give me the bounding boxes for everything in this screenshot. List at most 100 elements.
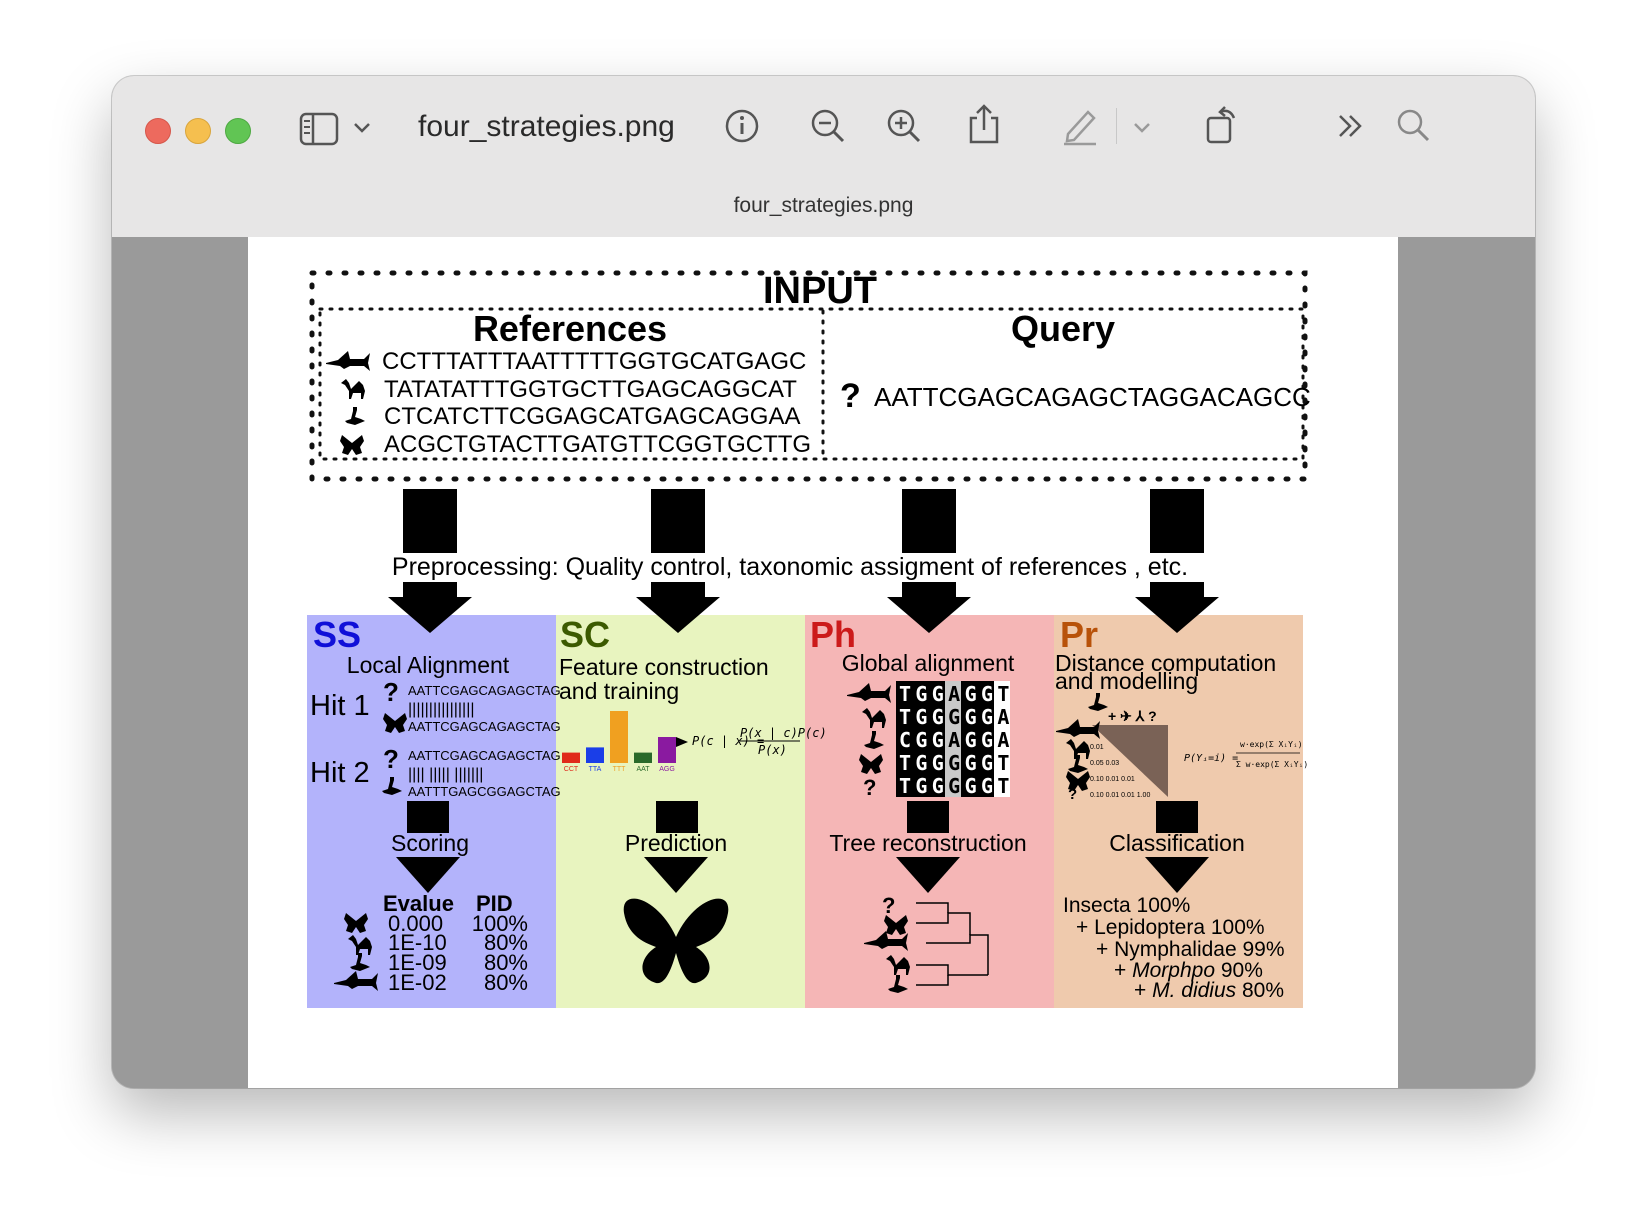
sc-formula-lhs: P(c | x) = [692, 734, 764, 748]
more-icon[interactable] [1334, 110, 1370, 142]
input-title: INPUT [763, 270, 877, 312]
kmer-label: TTT [613, 766, 627, 773]
pr-result-3: + Nymphalidae 99% [1096, 938, 1285, 961]
alignment-base: G [965, 774, 977, 798]
pr-model-den: Σ w·exp(Σ XᵢYᵢ) [1236, 760, 1308, 769]
alignment-base: T [997, 682, 1009, 706]
toolbar-divider [1116, 108, 1117, 144]
alignment-base: G [915, 751, 927, 775]
distance-matrix-triangle [1092, 725, 1168, 797]
pr-tree-silhouettes: + ✈ ⅄ ? [1088, 693, 1157, 724]
ss-query-mark: ? [383, 677, 399, 707]
arrow-head [636, 582, 720, 633]
alignment-base: G [948, 774, 960, 798]
pr-result-2: + Lepidoptera 100% [1076, 916, 1265, 939]
alignment-base: G [915, 728, 927, 752]
alignment-base: G [981, 774, 993, 798]
sc-formula-num: P(x | c)P(c) [740, 726, 827, 740]
alignment-base: G [932, 774, 944, 798]
butterfly-prediction-icon [623, 898, 729, 984]
kmer-label: TTA [589, 766, 602, 773]
sc-step1b: and training [559, 678, 679, 704]
alignment-base: C [899, 728, 911, 752]
alignment-base: T [899, 751, 911, 775]
zoom-in-icon[interactable] [884, 106, 924, 146]
ss-pid-1: 100% [472, 911, 528, 936]
markup-pen-icon[interactable] [1060, 104, 1100, 146]
input-inner-box [318, 307, 1305, 461]
alignment-base: A [997, 728, 1009, 752]
kmer-bar [562, 752, 580, 763]
alignment-base: T [899, 682, 911, 706]
zoom-button[interactable] [225, 118, 251, 144]
alignment-base: T [899, 774, 911, 798]
pr-matrix-row-3: 0.10 0.01 0.01 [1090, 776, 1135, 783]
pr-arrow-2 [1145, 857, 1209, 893]
svg-text:+ ✈ ⅄ ?: + ✈ ⅄ ? [1108, 708, 1157, 724]
ss-pid-3: 80% [484, 950, 528, 975]
pr-step1a: Distance computation [1055, 650, 1276, 676]
pr-query-mark: ? [1068, 786, 1077, 803]
chevron-down-icon[interactable] [1132, 120, 1152, 136]
alignment-base: G [965, 705, 977, 729]
ss-hit2-ref: AATTTGAGCGGAGCTAG [408, 784, 561, 799]
arrow-stem [1150, 489, 1204, 553]
share-icon[interactable] [964, 102, 1004, 146]
info-icon[interactable] [722, 106, 762, 146]
search-icon[interactable] [1394, 106, 1434, 146]
sc-step2: Prediction [625, 830, 727, 856]
chevron-down-icon[interactable] [352, 120, 372, 136]
alignment-base: A [948, 728, 960, 752]
pr-step1b: and modelling [1055, 668, 1198, 694]
pr-result-1: Insecta 100% [1063, 894, 1190, 917]
sidebar-icon[interactable] [298, 111, 342, 147]
rotate-icon[interactable] [1202, 102, 1242, 146]
pr-arrow-1 [1156, 801, 1198, 833]
tree-query-mark: ? [882, 893, 895, 918]
image-page: INPUT References Query CCTTTATTTAATTTTTG… [248, 237, 1398, 1088]
alignment-base: G [948, 751, 960, 775]
query-symbol: ? [840, 377, 861, 415]
ss-hit1-ref: AATTCGAGCAGAGCTAG [408, 719, 561, 734]
arrow-stem [902, 489, 956, 553]
alignment-base: G [948, 705, 960, 729]
arrow-head [1135, 582, 1219, 633]
alignment-base: G [932, 705, 944, 729]
input-box [309, 270, 1308, 482]
reference-seq-1: CCTTTATTTAATTTTTGGTGCATGAGC [382, 348, 806, 375]
ss-hit2: Hit 2 [310, 757, 370, 789]
ph-step1: Global alignment [842, 650, 1015, 676]
arrow-stem [651, 489, 705, 553]
document-title: four_strategies.png [418, 110, 675, 143]
ph-code: Ph [810, 614, 856, 655]
alignment-base: G [981, 682, 993, 706]
kmer-label: AGG [659, 766, 675, 773]
close-button[interactable] [145, 118, 171, 144]
pr-matrix-row-2: 0.05 0.03 [1090, 760, 1119, 767]
alignment-base: A [997, 705, 1009, 729]
query-title: Query [1011, 308, 1115, 349]
pr-matrix-row-1: 0.01 [1090, 744, 1104, 751]
ss-hit1-match: |||||||||||||||| [408, 701, 475, 718]
zoom-out-icon[interactable] [808, 106, 848, 146]
ss-pid-4: 80% [484, 970, 528, 995]
document-canvas[interactable]: INPUT References Query CCTTTATTTAATTTTTG… [112, 237, 1535, 1088]
ss-query-mark: ? [383, 744, 399, 774]
alignment-base: G [915, 774, 927, 798]
alignment-base: G [932, 728, 944, 752]
reference-seq-2: TATATATTTGGTGCTTGAGCAGGCAT [384, 376, 797, 403]
minimize-button[interactable] [185, 118, 211, 144]
reference-seq-3: CTCATCTTCGGAGCATGAGCAGGAA [384, 403, 800, 430]
phylogenetic-tree [916, 902, 989, 986]
alignment-base: G [915, 705, 927, 729]
alignment-base: G [981, 705, 993, 729]
pr-code: Pr [1060, 614, 1098, 655]
ss-evalue-4: 1E-02 [388, 970, 447, 995]
query-seq: AATTCGAGCAGAGCTAGGACAGCC [874, 382, 1311, 412]
ss-step1: Local Alignment [347, 652, 510, 678]
sc-formula-arrow [676, 737, 688, 747]
sc-arrow-1 [656, 801, 698, 833]
ph-query-mark: ? [863, 775, 876, 800]
alignment-base: T [997, 774, 1009, 798]
